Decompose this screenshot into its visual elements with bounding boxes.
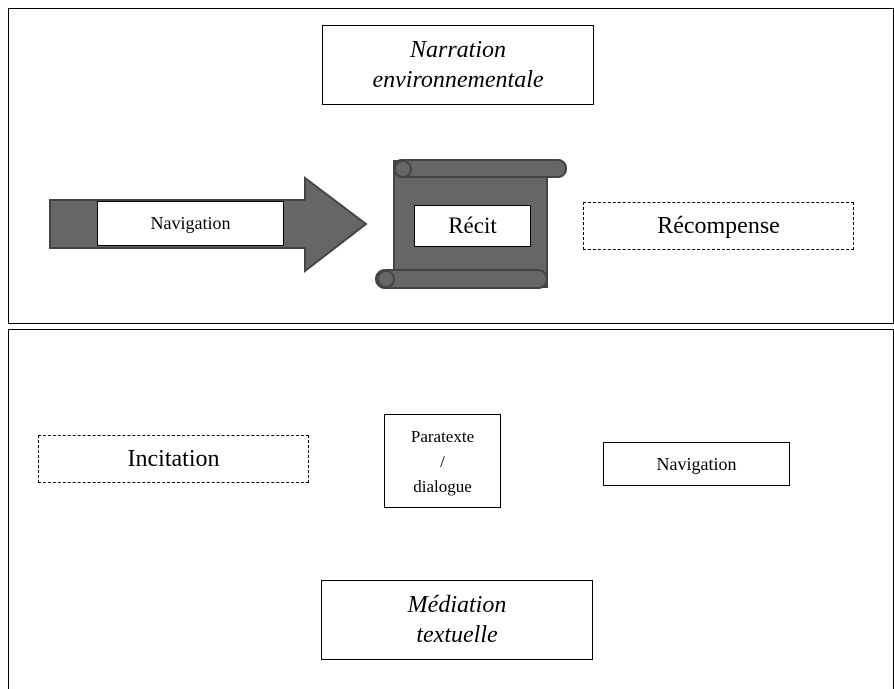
paratexte-line1: Paratexte: [410, 426, 475, 446]
recompense-box: Récompense: [583, 202, 854, 250]
recit-label: Récit: [414, 205, 531, 247]
mediation-title-line1: Médiation: [407, 592, 507, 618]
narration-title-box: Narration environnementale: [322, 25, 594, 105]
narration-title-line1: Narration: [409, 37, 506, 63]
paratexte-label: Paratexte / dialogue: [384, 414, 501, 508]
mediation-title-line2: textuelle: [416, 622, 498, 648]
navigation-label-top: Navigation: [97, 201, 284, 246]
mediation-title-box: Médiation textuelle: [321, 580, 593, 660]
navigation-label-bottom: Navigation: [603, 442, 790, 486]
incitation-box: Incitation: [38, 435, 309, 483]
narration-title-line2: environnementale: [372, 67, 544, 93]
paratexte-line2: /: [440, 451, 445, 471]
paratexte-line3: dialogue: [413, 476, 472, 496]
